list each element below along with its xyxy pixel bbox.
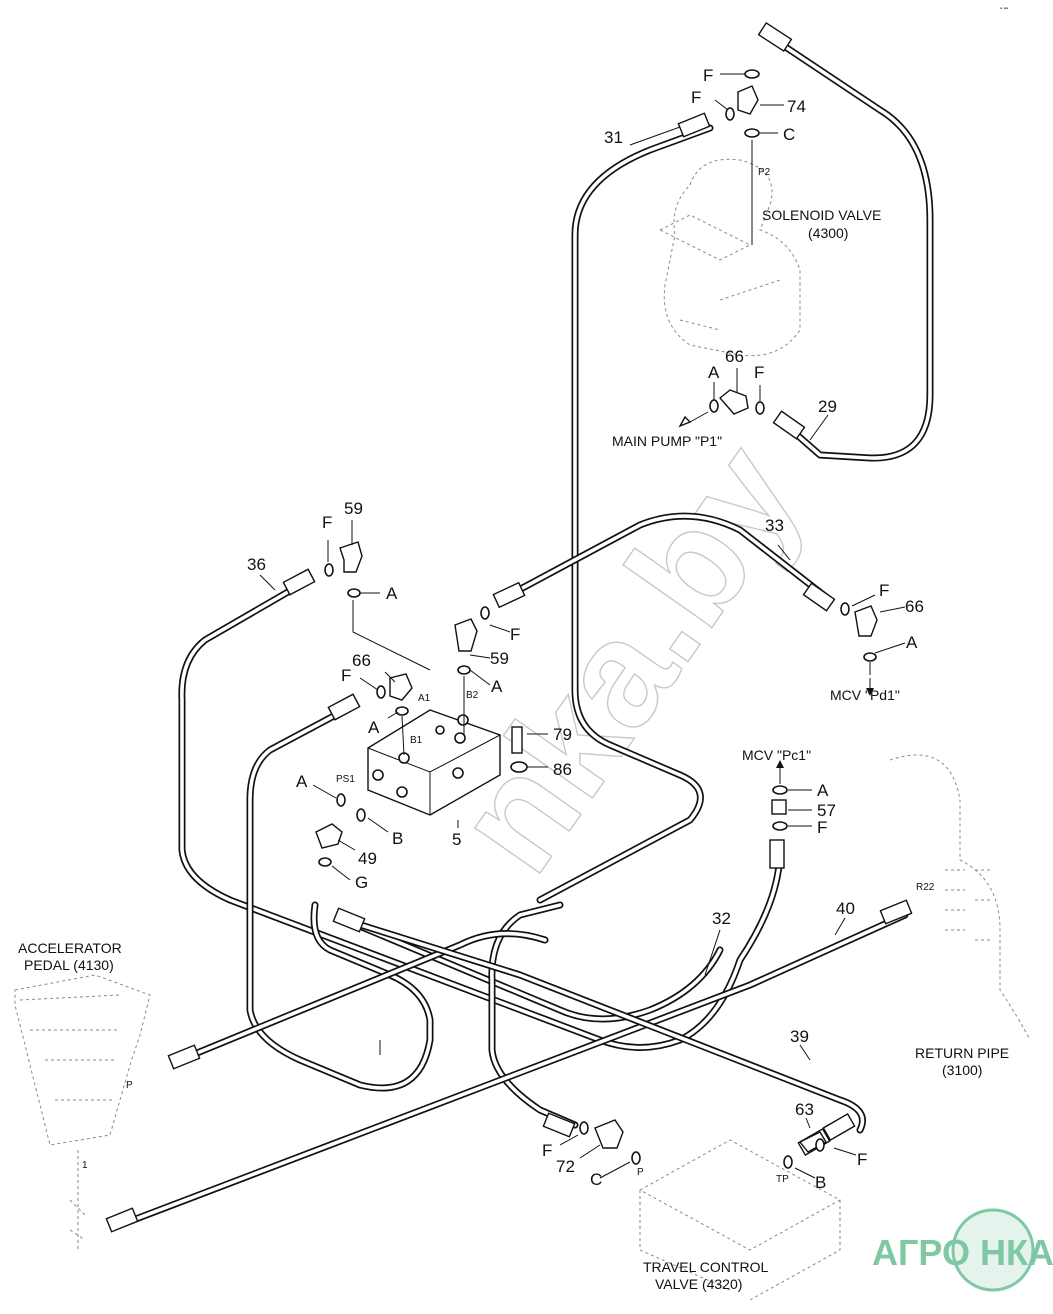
seal-g1: G <box>355 873 368 892</box>
seal-f2: F <box>691 88 701 107</box>
part-59-mid: 59 <box>490 649 509 668</box>
seal-a3: A <box>906 633 918 652</box>
seal-b2: B <box>815 1173 826 1192</box>
port-a1: A1 <box>418 693 431 704</box>
logo-mark: ▪ ▪▪ <box>1000 6 1008 12</box>
part-33: 33 <box>765 516 784 535</box>
port-b1: B1 <box>410 735 423 746</box>
seal-f3: F <box>754 363 764 382</box>
part-29: 29 <box>818 397 837 416</box>
part-39: 39 <box>790 1027 809 1046</box>
solenoid-valve-outline <box>658 158 801 357</box>
seal-f9: F <box>542 1141 552 1160</box>
travel-control-valve-name: TRAVEL CONTROL <box>643 1259 768 1275</box>
seal-f1: F <box>703 66 713 85</box>
part-5: 5 <box>452 830 461 849</box>
component-labels: SOLENOID VALVE (4300) MAIN PUMP "P1" MCV… <box>18 207 1009 1292</box>
part-40: 40 <box>836 899 855 918</box>
part-31: 31 <box>604 128 623 147</box>
seal-a1: A <box>708 363 720 382</box>
seal-a6: A <box>296 772 308 791</box>
port-p2: P2 <box>758 167 771 178</box>
port-labels: P2 A1 B2 B1 PS1 P R22 P TP 1 <box>82 167 935 1185</box>
part-66-top: 66 <box>725 347 744 366</box>
seal-f8: F <box>817 818 827 837</box>
logo-text: АГРО НКА <box>872 1232 1053 1273</box>
part-number-labels: 74 31 66 29 59 36 33 66 59 66 79 86 5 49… <box>247 97 924 1176</box>
return-pipe-outline <box>889 754 1031 1041</box>
seal-letter-labels: F F C A F F A F F A A F A A B G A F F C … <box>296 66 918 1192</box>
port-r22: R22 <box>916 882 935 893</box>
o-rings <box>318 69 877 1169</box>
mcv-pd1-label: MCV "Pd1" <box>830 687 900 703</box>
hose-set <box>116 36 934 1229</box>
port-b2: B2 <box>466 690 479 701</box>
port-p-travel: P <box>637 1167 644 1178</box>
travel-control-valve-code: VALVE (4320) <box>655 1276 742 1292</box>
seal-c2: C <box>590 1170 602 1189</box>
solenoid-valve-name: SOLENOID VALVE <box>762 207 881 223</box>
seal-a7: A <box>817 781 829 800</box>
seal-a5: A <box>368 718 380 737</box>
main-pump-label: MAIN PUMP "P1" <box>612 433 722 449</box>
flow-arrows <box>678 415 874 778</box>
part-86: 86 <box>553 760 572 779</box>
seal-c1: C <box>783 125 795 144</box>
port-1: 1 <box>82 1160 88 1171</box>
part-72: 72 <box>556 1157 575 1176</box>
part-74: 74 <box>787 97 806 116</box>
accelerator-pedal-outline <box>14 974 151 1250</box>
seal-f5: F <box>879 581 889 600</box>
agronka-logo: АГРО НКА ▪ ▪▪ <box>872 6 1053 1292</box>
seal-b1: B <box>392 829 403 848</box>
seal-f6: F <box>510 625 520 644</box>
seal-f4: F <box>322 513 332 532</box>
part-57: 57 <box>817 801 836 820</box>
accelerator-pedal-name: ACCELERATOR <box>18 940 122 956</box>
accelerator-pedal-code: PEDAL (4130) <box>24 957 114 973</box>
part-66-left: 66 <box>352 651 371 670</box>
fittings <box>315 85 878 1153</box>
solenoid-valve-code: (4300) <box>808 225 848 241</box>
part-79: 79 <box>553 725 572 744</box>
port-p-pedal: P <box>126 1080 133 1091</box>
travel-control-valve-outline <box>638 1139 842 1301</box>
part-59-top: 59 <box>344 499 363 518</box>
part-49: 49 <box>358 849 377 868</box>
port-ps1: PS1 <box>336 774 355 785</box>
part-66-right: 66 <box>905 597 924 616</box>
return-pipe-code: (3100) <box>942 1062 982 1078</box>
mcv-pc1-label: MCV "Pc1" <box>742 747 811 763</box>
port-tp: TP <box>776 1174 789 1185</box>
leader-lines <box>259 73 906 1179</box>
valve-block <box>367 709 501 816</box>
part-63: 63 <box>795 1100 814 1119</box>
part-36: 36 <box>247 555 266 574</box>
seal-f7: F <box>341 666 351 685</box>
seal-a4: A <box>491 677 503 696</box>
seal-a2: A <box>386 584 398 603</box>
part-32: 32 <box>712 909 731 928</box>
seal-f10: F <box>857 1150 867 1169</box>
return-pipe-name: RETURN PIPE <box>915 1045 1009 1061</box>
